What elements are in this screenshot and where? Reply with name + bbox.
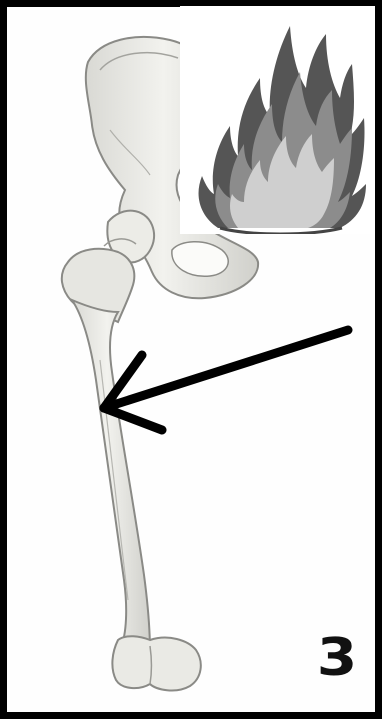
- femur-condyles: [112, 636, 200, 690]
- fire-icon: [180, 6, 375, 234]
- panel-number: 3: [309, 628, 365, 688]
- fire-inset: [180, 6, 375, 234]
- pointer-arrow: [104, 330, 348, 430]
